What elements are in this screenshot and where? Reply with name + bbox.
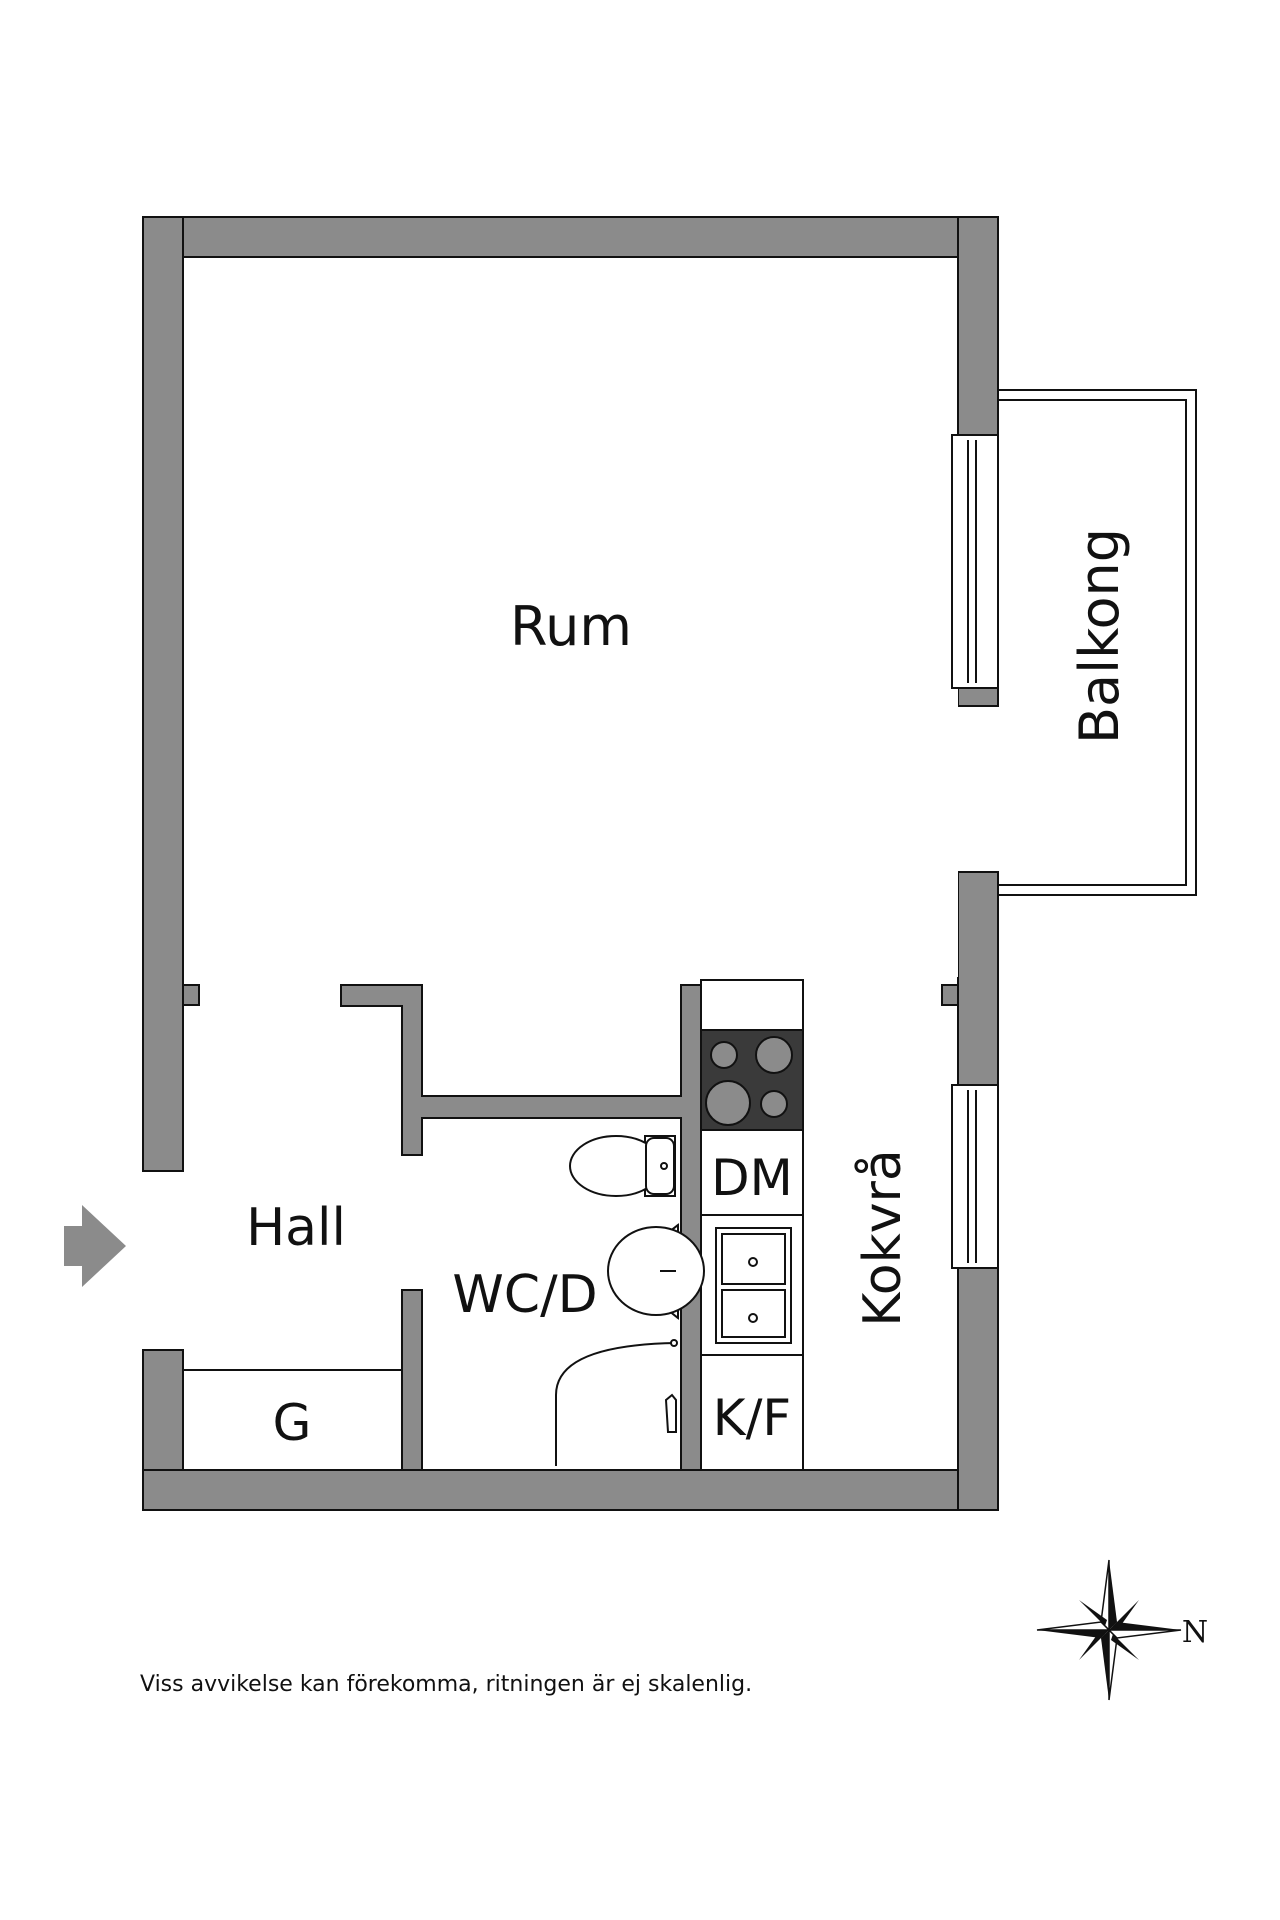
wall-right-2	[957, 687, 999, 707]
window-lower	[951, 1084, 999, 1269]
label-kokvra: Kokvrå	[853, 1149, 913, 1326]
burner-icon	[705, 1080, 751, 1126]
burner-icon	[760, 1090, 788, 1118]
label-fridge: K/F	[713, 1389, 791, 1447]
shower-icon	[555, 1342, 677, 1466]
wall-notch-right	[941, 984, 959, 1006]
walls	[142, 216, 999, 1511]
balcony	[998, 389, 1197, 896]
wall-right-4	[957, 1267, 999, 1511]
burner-icon	[755, 1036, 793, 1074]
label-dishwasher: DM	[711, 1149, 793, 1207]
burner-icon	[710, 1041, 738, 1069]
entry-arrow-icon	[64, 1205, 126, 1287]
bathroom-fixtures	[555, 1135, 705, 1466]
label-rum: Rum	[510, 595, 632, 658]
label-hall: Hall	[246, 1198, 346, 1258]
rum-floor	[183, 257, 958, 977]
kitchen-counter	[700, 979, 804, 1471]
label-balkong: Balkong	[1068, 528, 1131, 744]
label-garderob: G	[273, 1394, 312, 1452]
window-upper	[951, 434, 999, 689]
wall-right-1	[957, 216, 999, 436]
wall-right-3	[957, 871, 999, 1086]
compass-rose-icon	[1036, 1559, 1182, 1701]
garderob-area	[182, 1369, 403, 1471]
compass-north-label: N	[1182, 1615, 1208, 1650]
wall-top	[143, 216, 999, 258]
label-wc: WC/D	[452, 1265, 597, 1325]
wall-notch-left	[182, 984, 200, 1006]
wall-left-upper	[142, 216, 184, 1172]
wall-bottom	[142, 1469, 999, 1511]
disclaimer-text: Viss avvikelse kan förekomma, ritningen …	[140, 1672, 753, 1697]
